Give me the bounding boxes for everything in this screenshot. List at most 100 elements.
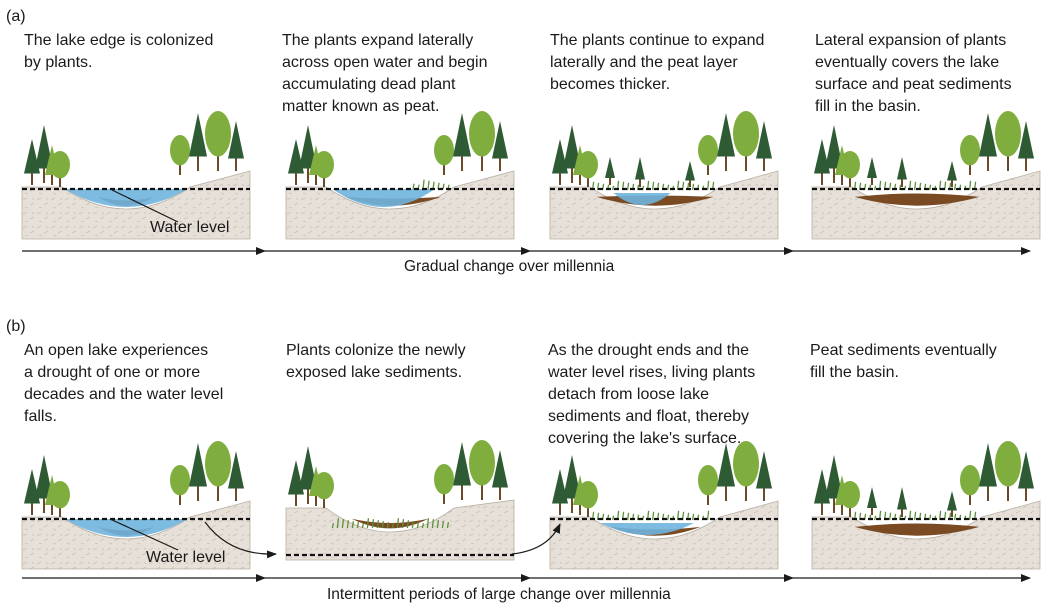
tree-trunk bbox=[295, 494, 297, 506]
tree-trunk bbox=[51, 505, 53, 515]
tree-trunk bbox=[51, 175, 53, 185]
water-rise-arrow bbox=[511, 523, 561, 555]
tree-trunk bbox=[745, 480, 747, 501]
tree-canopy bbox=[605, 157, 615, 178]
tree-trunk bbox=[461, 485, 463, 500]
plant-blade bbox=[666, 514, 670, 521]
plant-blade bbox=[636, 184, 640, 191]
tree-trunk bbox=[323, 174, 325, 187]
caption-b-3: As the drought ends and the water level … bbox=[548, 342, 756, 447]
tree-trunk bbox=[315, 175, 317, 185]
plant-blade bbox=[651, 181, 655, 191]
water-level-leader-a bbox=[111, 189, 179, 223]
plant-blade bbox=[888, 512, 892, 521]
tree-trunk bbox=[763, 488, 765, 501]
plant-blade bbox=[676, 180, 680, 191]
plant-blade bbox=[968, 180, 972, 191]
panel bbox=[285, 111, 515, 240]
tree-trunk bbox=[821, 173, 823, 185]
tree-canopy bbox=[867, 157, 877, 178]
panel bbox=[549, 441, 779, 570]
tree-trunk bbox=[499, 487, 501, 500]
row-a-label: (a) bbox=[6, 8, 26, 25]
plant-blade bbox=[396, 518, 400, 529]
lake-water bbox=[613, 193, 671, 205]
plant-blade bbox=[858, 512, 862, 521]
tree-canopy bbox=[698, 465, 718, 496]
tree-canopy bbox=[189, 443, 207, 487]
tree-canopy bbox=[947, 491, 957, 511]
plant-blade bbox=[858, 182, 862, 191]
tree-canopy bbox=[453, 113, 471, 157]
tree-canopy bbox=[979, 443, 997, 487]
tree-canopy bbox=[825, 455, 843, 499]
plant-blade bbox=[412, 183, 415, 190]
tree-trunk bbox=[1025, 488, 1027, 501]
lake-water bbox=[332, 189, 435, 207]
tree-canopy bbox=[45, 475, 59, 505]
tree-trunk bbox=[235, 488, 237, 501]
tree-trunk bbox=[179, 161, 181, 175]
tree-canopy bbox=[1018, 121, 1034, 159]
plant-blade bbox=[938, 180, 942, 191]
plant-blade bbox=[341, 519, 345, 529]
lake-water bbox=[64, 519, 188, 537]
tree-trunk bbox=[307, 489, 309, 504]
peat-layer bbox=[854, 523, 980, 536]
tree-trunk bbox=[987, 486, 989, 501]
plant-blade bbox=[361, 523, 365, 529]
tree-trunk bbox=[571, 168, 573, 183]
tree-canopy bbox=[717, 113, 735, 157]
tree-canopy bbox=[35, 125, 53, 169]
caption-b-1: An open lake experiences a drought of on… bbox=[24, 342, 224, 425]
panel bbox=[549, 111, 779, 240]
tree-canopy bbox=[717, 443, 735, 487]
caption-b-4: Peat sediments eventually fill the basin… bbox=[810, 342, 997, 381]
plant-blade bbox=[366, 518, 370, 529]
plant-blade bbox=[706, 180, 710, 191]
tree-trunk bbox=[987, 156, 989, 171]
plant-blade bbox=[442, 183, 445, 190]
plant-blade bbox=[928, 184, 932, 191]
tree-canopy bbox=[995, 441, 1021, 487]
tree-trunk bbox=[1007, 150, 1009, 171]
ground-block bbox=[285, 499, 515, 561]
tree-trunk bbox=[559, 503, 561, 515]
tree-canopy bbox=[960, 465, 980, 496]
plant-blade bbox=[691, 513, 695, 521]
plant-blade bbox=[391, 523, 395, 529]
tree-trunk bbox=[323, 495, 325, 508]
tree-trunk bbox=[871, 178, 873, 185]
plant-blade bbox=[376, 520, 380, 529]
tree-canopy bbox=[228, 451, 244, 489]
tree-trunk bbox=[295, 173, 297, 185]
row-a-panels bbox=[21, 111, 1041, 240]
plant-blade bbox=[331, 523, 335, 529]
plant-blade bbox=[938, 510, 942, 521]
plant-blade bbox=[953, 183, 957, 191]
plant-blade bbox=[446, 522, 450, 529]
tree-canopy bbox=[189, 113, 207, 157]
plant-blade bbox=[691, 183, 695, 191]
tree-trunk bbox=[1007, 480, 1009, 501]
plant-blade bbox=[888, 182, 892, 191]
tree-trunk bbox=[745, 150, 747, 171]
tree-canopy bbox=[563, 125, 581, 169]
tree-canopy bbox=[1018, 451, 1034, 489]
tree-trunk bbox=[833, 168, 835, 183]
caption-a-2: The plants expand laterally across open … bbox=[282, 32, 488, 115]
tree-trunk bbox=[951, 510, 953, 517]
plant-blade bbox=[898, 514, 902, 521]
tree-trunk bbox=[901, 509, 903, 517]
plant-blade bbox=[406, 520, 410, 529]
tree-canopy bbox=[897, 157, 907, 180]
tree-canopy bbox=[835, 145, 849, 175]
tree-trunk bbox=[571, 498, 573, 513]
plant-blade bbox=[968, 510, 972, 521]
tree-canopy bbox=[45, 145, 59, 175]
tree-canopy bbox=[756, 121, 772, 159]
tree-canopy bbox=[947, 161, 957, 181]
tree-canopy bbox=[205, 111, 231, 157]
tree-trunk bbox=[307, 168, 309, 183]
plant-blade bbox=[411, 521, 415, 529]
